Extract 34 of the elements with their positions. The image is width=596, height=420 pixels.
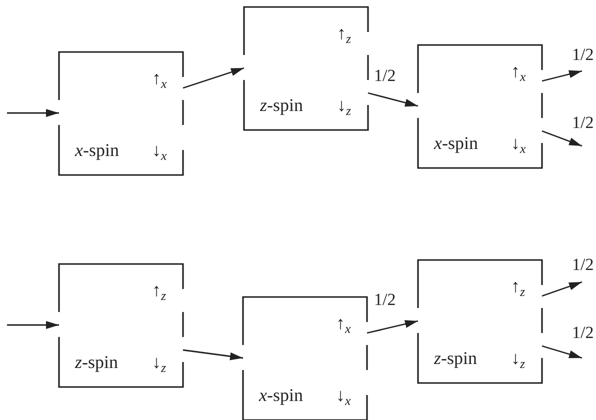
- spin-down-label: ↓$_{z}$: [511, 348, 526, 368]
- spin-up-label: ↑$_{x}$: [336, 313, 351, 333]
- spin-down-label: ↓$_{x}$: [336, 385, 351, 405]
- arrow: [7, 109, 59, 117]
- spin-down-label: ↓$_{x}$: [152, 140, 167, 160]
- arrow: [182, 67, 244, 89]
- analyzer-label: z-spin: [260, 95, 304, 115]
- analyzer-label: x-spin: [75, 140, 119, 160]
- spin-analyzer-box: [244, 7, 368, 130]
- spin-up-label: ↑$_{z}$: [337, 23, 352, 43]
- spin-analyzer-box: [59, 264, 183, 387]
- spin-analyzer-box: [243, 297, 367, 420]
- spin-down-label: ↓$_{x}$: [511, 133, 526, 153]
- spin-up-label: ↑$_{x}$: [511, 61, 526, 81]
- spin-down-label: ↓$_{z}$: [337, 95, 352, 115]
- arrow: [182, 349, 244, 360]
- spin-analyzer-box: [418, 45, 542, 168]
- arrow: [542, 281, 582, 297]
- arrow: [366, 320, 418, 334]
- analyzer-label: x-spin: [434, 133, 478, 153]
- analyzer-label: x-spin: [259, 385, 303, 405]
- spin-analyzer-box: [59, 52, 183, 175]
- arrow: [542, 345, 582, 359]
- arrow: [542, 70, 582, 82]
- spin-analyzer-box: [418, 260, 542, 383]
- analyzer-label: z-spin: [75, 352, 118, 372]
- analyzer-label: z-spin: [434, 348, 478, 368]
- arrow: [542, 130, 582, 147]
- spin-up-label: ↑$_{x}$: [152, 68, 167, 88]
- spin-up-label: ↑$_{z}$: [152, 280, 166, 300]
- spin-up-label: ↑$_{z}$: [511, 276, 526, 296]
- arrow: [368, 92, 418, 107]
- arrow: [7, 321, 59, 329]
- spin-down-label: ↓$_{z}$: [152, 352, 166, 372]
